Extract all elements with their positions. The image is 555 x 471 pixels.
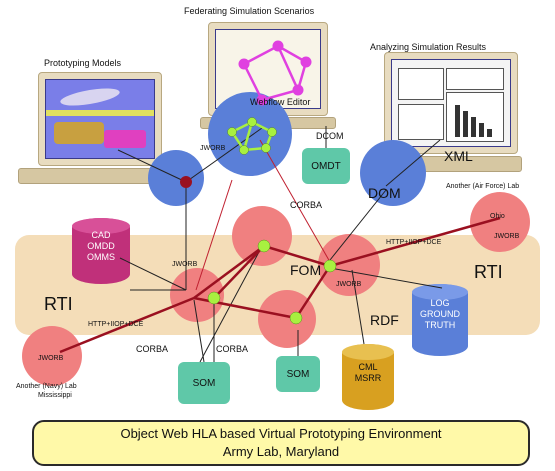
navy-jworb-circle <box>22 326 82 386</box>
connector-cad-rti <box>119 257 187 291</box>
link-jworb-af <box>329 216 501 268</box>
rdf-label: RDF <box>370 312 399 328</box>
som-box-left: SOM <box>178 362 230 404</box>
webflow-label: Webflow Editor <box>250 97 311 107</box>
fom-circle-bottom <box>258 290 316 348</box>
dom-label: DOM <box>368 185 401 201</box>
webflow-graph-diagonal <box>242 121 254 151</box>
federating-node-2 <box>272 40 284 52</box>
vehicle-render <box>54 122 104 144</box>
som-right-label: SOM <box>286 368 310 380</box>
connector-webflow-rti <box>195 179 233 291</box>
analyzing-screen <box>391 59 511 147</box>
prototyping-monitor <box>38 72 162 166</box>
cad-db-line-2: OMDD <box>87 241 115 251</box>
som-box-right: SOM <box>276 356 320 392</box>
log-db-line-3: TRUTH <box>424 320 456 330</box>
corba-right-label: CORBA <box>216 344 249 354</box>
fom-circle-top <box>232 206 292 266</box>
fom-node-left <box>207 291 221 305</box>
connector-prototyping-dom <box>117 149 187 183</box>
federating-graph-diagonal <box>276 45 300 91</box>
link-jworb-fom-top <box>193 244 265 300</box>
cad-db-line-3: OMMS <box>87 252 115 262</box>
link-fom-bottom-jworb <box>294 265 332 319</box>
webflow-node-3 <box>267 127 277 137</box>
analyzing-title: Analyzing Simulation Results <box>370 42 487 52</box>
federating-node-5 <box>256 94 268 106</box>
webflow-node-2 <box>247 117 257 127</box>
federating-graph-edges <box>242 44 308 102</box>
plot-window-1 <box>398 68 444 100</box>
prototyping-dom-node <box>180 176 192 188</box>
footer-line-2: Army Lab, Maryland <box>222 444 340 459</box>
footer-line-1: Object Web HLA based Virtual Prototyping… <box>120 426 442 441</box>
jworb-left-label: JWORB <box>172 261 198 268</box>
dcom-label: DCOM <box>316 131 344 141</box>
fom-label: FOM <box>290 262 322 278</box>
navy-state-label: Mississippi <box>38 392 72 399</box>
webflow-circle <box>208 92 292 176</box>
corba-mid-label: CORBA <box>290 200 323 210</box>
xml-dom-circle <box>360 140 426 206</box>
corba-left-label: CORBA <box>136 344 169 354</box>
fom-node-top <box>257 239 271 253</box>
omdt-label: OMDT <box>311 160 341 172</box>
log-db-line-1: LOG <box>430 298 450 308</box>
connector-xml-jworb <box>329 189 387 261</box>
af-lab-label: Another (Air Force) Lab <box>446 183 520 190</box>
af-jworb-circle <box>470 192 530 252</box>
plot-window-2 <box>446 68 504 90</box>
af-state-label: Ohio <box>490 213 505 220</box>
webflow-node-5 <box>239 145 249 155</box>
federating-node-1 <box>238 58 250 70</box>
analyzing-monitor <box>384 52 518 154</box>
som-left-label: SOM <box>192 377 216 389</box>
link-green-1 <box>213 245 265 299</box>
footer-caption: Object Web HLA based Virtual Prototyping… <box>32 420 530 466</box>
jworb-top-label: JWORB <box>200 145 226 152</box>
rti-label-left: RTI <box>44 294 73 314</box>
xml-label: XML <box>444 148 473 164</box>
connector-jworb-log <box>329 267 443 289</box>
cml-db-line-1: CML <box>358 362 378 372</box>
navy-lab-label: Another (Navy) Lab <box>16 383 77 390</box>
webflow-node-1 <box>227 127 237 137</box>
link-fom-jworb-center <box>263 244 331 268</box>
federating-title: Federating Simulation Scenarios <box>184 6 315 16</box>
prototyping-screen <box>45 79 155 159</box>
fom-node-bottom <box>289 311 303 325</box>
webflow-node-4 <box>261 143 271 153</box>
connector-webflow-jworb <box>259 139 331 263</box>
prototyping-dom-circle <box>148 150 204 206</box>
omdt-box: OMDT <box>302 148 350 184</box>
cml-database: CML MSRR <box>342 344 394 410</box>
cad-db-line-1: CAD <box>91 230 111 240</box>
link-navy-jworb <box>59 296 195 354</box>
cml-db-line-2: MSRR <box>354 373 382 383</box>
federating-node-3 <box>300 56 312 68</box>
jworb-right-label: JWORB <box>336 281 362 288</box>
jworb-af-label: JWORB <box>494 233 520 240</box>
plot-window-3 <box>398 104 444 140</box>
connector-jworb-som-left-1 <box>193 299 205 363</box>
fom-node-right <box>323 259 337 273</box>
log-database: LOG GROUND TRUTH <box>412 284 468 356</box>
federating-node-4 <box>292 84 304 96</box>
cad-database: CAD OMDD OMMS <box>72 218 130 284</box>
log-db-line-2: GROUND <box>420 309 460 319</box>
ground-render <box>104 130 146 148</box>
sky-strip <box>46 110 154 116</box>
connector-dom-webflow <box>185 127 263 183</box>
http-right-label: HTTP+IIOP+DCE <box>386 239 442 246</box>
bar-plot-window <box>446 92 504 142</box>
rti-label-right: RTI <box>474 262 503 282</box>
http-left-label: HTTP+IIOP+DCE <box>88 321 144 328</box>
connector-xml-monitor <box>385 139 441 187</box>
jworb-navy-label: JWORB <box>38 355 64 362</box>
connector-jworb-cml <box>351 269 365 345</box>
prototyping-title: Prototyping Models <box>44 58 122 68</box>
